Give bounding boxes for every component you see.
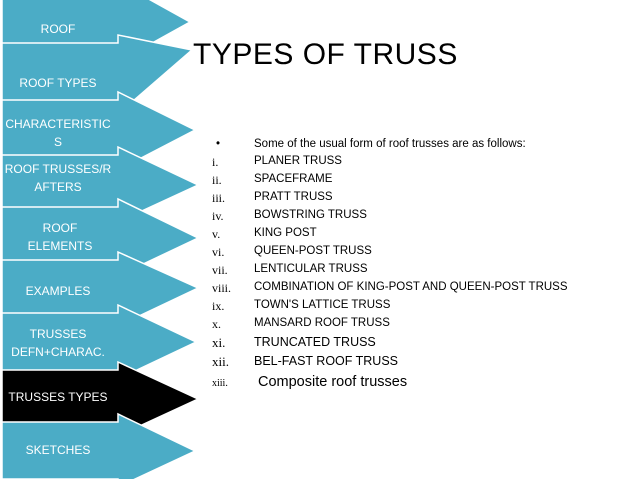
nav-item-roof[interactable]: ROOF (2, 20, 114, 38)
nav-item-label: ROOF ELEMENTS (27, 221, 93, 253)
nav-item-label: ROOF TRUSSES/RAFTERS (4, 162, 112, 194)
list-item-text: TOWN'S LATTICE TRUSS (254, 299, 391, 311)
list-item-text: MANSARD ROOF TRUSS (254, 317, 390, 329)
nav-item-trusses-defn-charac[interactable]: TRUSSES DEFN+CHARAC. (4, 325, 112, 361)
list-item-number: xiii. (212, 378, 228, 389)
slide-title: TYPES OF TRUSS (193, 38, 458, 71)
nav-item-roof-elements[interactable]: ROOF ELEMENTS (14, 219, 106, 255)
sidebar-nav: ROOF ROOF TYPES CHARACTERISTICS ROOF TRU… (0, 0, 215, 479)
list-item-text: BEL-FAST ROOF TRUSS (254, 354, 399, 368)
list-item-text: KING POST (254, 227, 317, 239)
list-item-number: iv. (212, 209, 224, 223)
nav-item-label: SKETCHES (25, 443, 91, 457)
list-item-number: xi. (212, 335, 226, 350)
intro-line: • Some of the usual form of roof trusses … (216, 138, 526, 150)
nav-item-label: ROOF (40, 22, 76, 36)
nav-item-sketches[interactable]: SKETCHES (2, 441, 114, 459)
list-item-number: ix. (212, 299, 225, 313)
list-item-text: PRATT TRUSS (254, 191, 333, 203)
nav-item-label: TRUSSES DEFN+CHARAC. (11, 327, 105, 359)
nav-item-roof-types[interactable]: ROOF TYPES (2, 74, 114, 92)
list-item-number: xii. (212, 354, 229, 369)
nav-arrow-shape[interactable] (1, 412, 197, 479)
list-item-text: TRUNCATED TRUSS (254, 335, 376, 349)
list-item-number: i. (212, 155, 219, 169)
list-item-text: PLANER TRUSS (254, 155, 342, 167)
list-item-number: x. (212, 317, 221, 331)
nav-item-examples[interactable]: EXAMPLES (2, 282, 114, 300)
list-item-number: vii. (212, 263, 228, 277)
bullet-icon: • (216, 138, 221, 150)
list-item-number: ii. (212, 173, 222, 187)
list-item-text: SPACEFRAME (254, 173, 333, 185)
list-item-number: vi. (212, 245, 225, 259)
list-item-text: Composite roof trusses (258, 374, 408, 390)
nav-item-roof-trusses-rafters[interactable]: ROOF TRUSSES/RAFTERS (4, 160, 112, 196)
nav-item-label: CHARACTERISTICS (5, 117, 111, 149)
list-item-text: COMBINATION OF KING-POST AND QUEEN-POST … (254, 281, 568, 293)
list-item-number: iii. (212, 191, 226, 205)
list-item-text: LENTICULAR TRUSS (254, 263, 368, 275)
nav-item-characteristics[interactable]: CHARACTERISTICS (2, 115, 114, 151)
nav-item-label: ROOF TYPES (19, 76, 97, 90)
intro-text: Some of the usual form of roof trusses a… (254, 138, 526, 150)
list-item-number: v. (212, 227, 221, 241)
nav-item-label: EXAMPLES (25, 284, 91, 298)
list-item-text: BOWSTRING TRUSS (254, 209, 367, 221)
nav-item-trusses-types[interactable]: TRUSSES TYPES (2, 388, 114, 406)
list-item-number: viii. (212, 281, 232, 295)
nav-arrows-graphic (1, 0, 200, 479)
list-item-text: QUEEN-POST TRUSS (254, 245, 372, 257)
nav-item-label: TRUSSES TYPES (8, 390, 108, 404)
